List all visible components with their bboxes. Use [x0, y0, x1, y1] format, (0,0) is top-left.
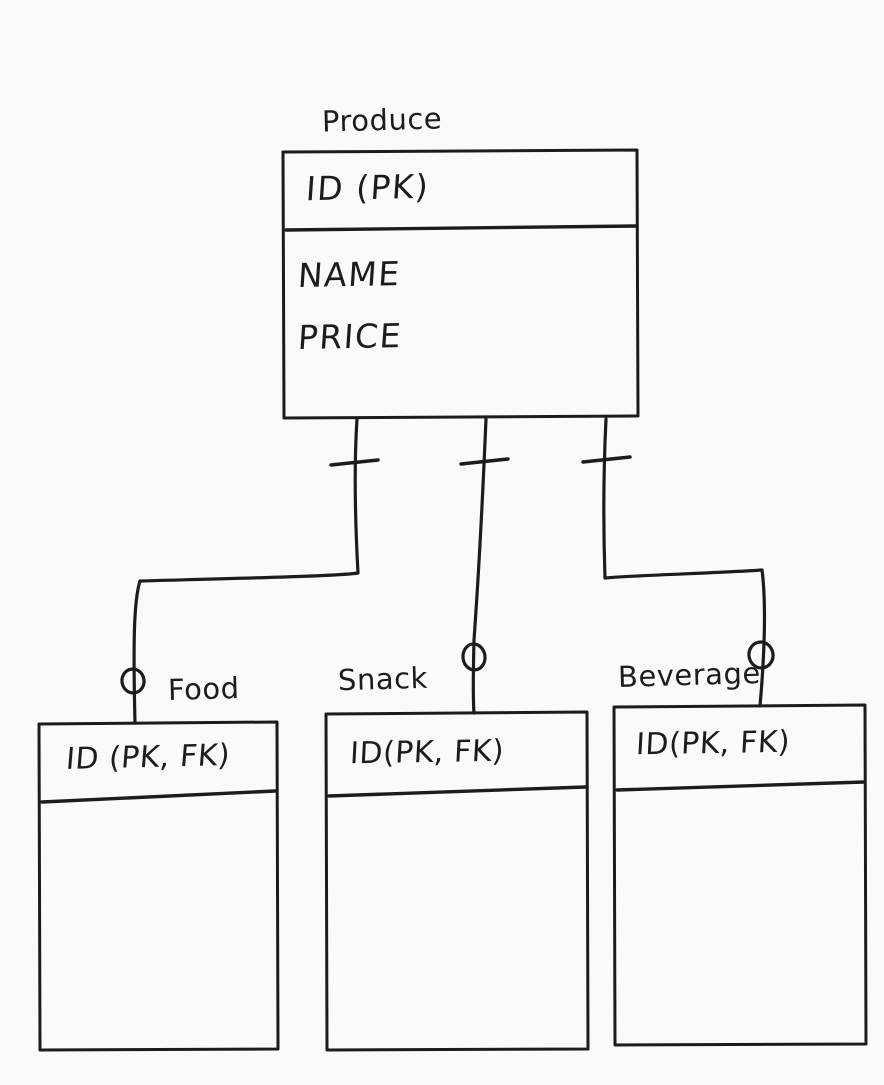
produce-food-zero-circle-icon: [120, 667, 146, 695]
entity-produce[interactable]: [281, 148, 640, 420]
produce-box-outline: [281, 148, 640, 420]
produce-beverage-zero-circle-icon: [747, 640, 775, 670]
snack-box-outline: [324, 710, 590, 1052]
beverage-box-outline: [612, 703, 868, 1047]
produce-food-one-tick-icon: [329, 458, 380, 467]
entity-food[interactable]: [37, 720, 280, 1052]
beverage-key-divider: [615, 780, 866, 792]
food-box-outline: [37, 720, 280, 1052]
produce-snack-connector-line: [471, 417, 488, 715]
relationship-produce-beverage[interactable]: [581, 417, 775, 708]
food-key-divider: [40, 789, 277, 804]
produce-snack-zero-circle-icon: [461, 642, 487, 672]
produce-food-connector-line: [132, 417, 360, 725]
entity-beverage[interactable]: [612, 703, 868, 1047]
produce-key-divider: [284, 224, 638, 232]
relationship-produce-food[interactable]: [120, 417, 380, 725]
produce-beverage-one-tick-icon: [581, 455, 632, 464]
produce-snack-one-tick-icon: [459, 457, 510, 466]
produce-beverage-connector-line: [602, 417, 767, 708]
entity-snack[interactable]: [324, 710, 590, 1052]
relationship-produce-snack[interactable]: [459, 417, 510, 715]
snack-key-divider: [327, 785, 587, 798]
